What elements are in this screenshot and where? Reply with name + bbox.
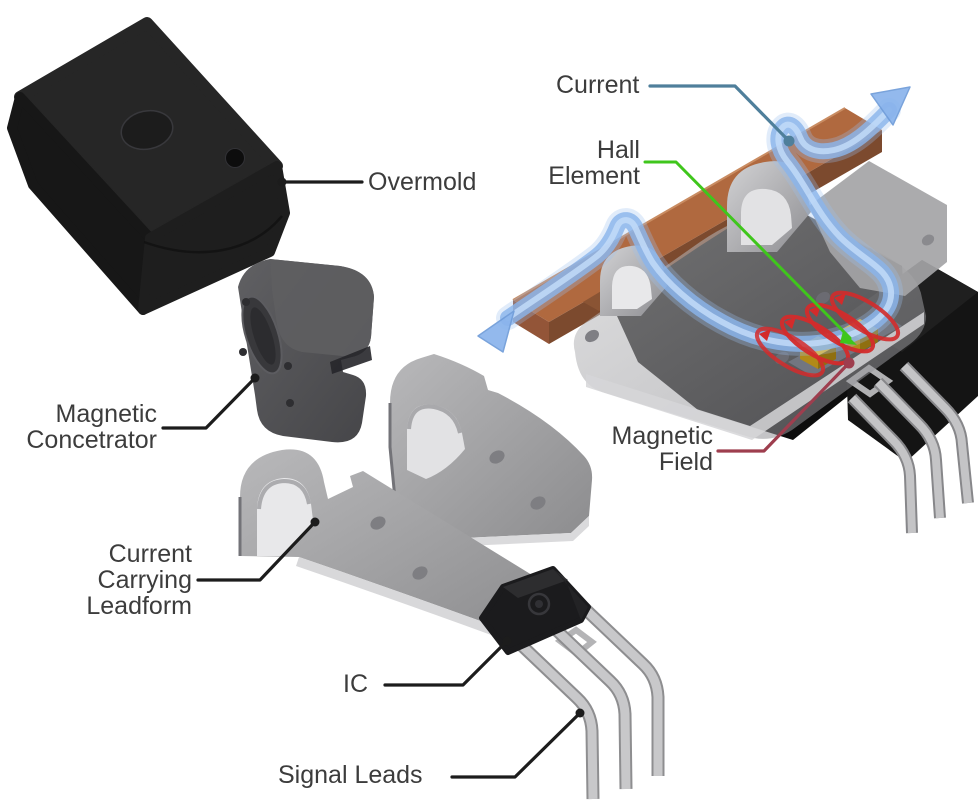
sensor-plate-dimple [921,234,935,246]
hall-element-label-line2: Element [548,162,640,190]
magnetic-field-label: Magnetic Field [513,423,713,475]
concentrator-hole [286,399,294,407]
current-ribbon-core [505,107,895,347]
magnetic-field-leader-line [716,361,851,453]
ic-logo-mark-center [535,600,543,608]
current-label: Current [556,71,640,99]
sensor-plate-dimple [585,329,599,343]
overmold-dimple [120,109,174,151]
magnetic-field-leader-dot [843,357,855,369]
leadform-back-arch-lip [407,404,462,434]
current-flow-ribbon [477,86,911,356]
sensor-signal-leads [845,361,974,534]
leadform-label-line2: Carrying [97,566,192,594]
magnetic-field-rings [754,290,901,378]
current-arrowhead-out [870,86,911,126]
sensor-left-arch-inner [612,265,652,309]
sensor-right-slab [809,161,947,296]
sensor-lead [875,379,944,519]
overmold-mold-crease [143,215,283,254]
current-arrowhead-in [477,310,515,353]
magnetic-concentrator-label-line1: Magnetic [55,400,157,428]
leadform-front-bar [240,449,555,638]
overmold-left-face [7,92,155,315]
current-carrying-leadform-label: Current Carrying Leadform [0,541,192,619]
ic-lead [511,635,600,800]
field-ring-arrowhead [759,329,771,341]
field-ring-arrowhead [834,293,846,305]
ic-part [479,566,665,800]
sensor-leadform [573,161,947,440]
overmold-front-face [138,161,290,315]
sensor-lead [849,395,916,534]
ic-label: IC [343,670,368,698]
leadform-leader-line [196,520,317,582]
overmold-label: Overmold [368,168,477,196]
signal-leads-leader-dot [575,708,585,718]
ic-lead [545,619,631,790]
ic-right-bevel [553,569,588,620]
concentrator-leader-dot [250,373,260,383]
current-carrying-leadform-part [238,354,593,647]
sensor-plate-dimple [816,291,830,305]
leadform-hole [370,516,386,530]
assembled-sensor [477,86,978,534]
hall-element-leader-arrowhead [840,331,857,345]
leadform-hole [489,450,505,464]
sensor-plate-bottom-edge [586,312,924,440]
overmold-pin-hole [225,148,245,168]
current-leader-dot [783,135,795,147]
concentrator-top-face [270,259,374,357]
magnetic-concentrator-label: Magnetic Concetrator [0,401,157,453]
ic-lead [578,602,663,776]
field-ring-arrowhead [809,305,821,317]
leadform-hole [412,566,428,580]
magnetic-field-label-line2: Field [658,448,713,476]
concentrator-hole [284,362,292,370]
field-ring [804,302,876,354]
leadform-hole [530,496,546,510]
field-ring-arrowhead [784,317,796,329]
overmold-leader-dot [277,177,287,187]
ic-logo-mark [527,592,551,616]
magnetic-concentrator-part [238,259,374,443]
concentrator-recess-inner [250,307,276,365]
leader-lines [161,84,857,779]
current-leader-line [648,84,789,141]
hall-element-label: Hall Element [440,137,640,189]
leadform-back-bar [390,354,593,541]
concentrator-hole [242,298,250,306]
field-ring [754,326,826,378]
ic-signal-leads [511,601,665,800]
magnetic-concentrator-label-line2: Concetrator [26,426,157,454]
leadform-label-line3: Leadform [86,592,192,620]
hall-element-label-line1: Hall [596,136,640,164]
ic-leader-line [383,639,509,687]
leadform-front-arch-inner [257,478,313,556]
magnetic-field-label-line1: Magnetic [611,422,713,450]
leadform-front-arch-lip [257,478,311,510]
concentrator-hole [239,348,247,356]
sensor-lead [901,363,972,504]
leadform-front-bottom-edge [296,557,527,647]
leadform-leader-dot [310,517,320,527]
leadform-back-arch-inner [407,404,465,479]
leadform-label-line1: Current [108,540,192,568]
concentrator-leader-line [161,376,257,430]
ic-leader-dot [502,636,512,646]
concentrator-slot-shadow [330,346,372,374]
field-ring [829,290,901,342]
overmold-part [7,17,290,315]
hall-element-leader-line [643,160,852,340]
sensor-top-arch-inner [741,188,792,245]
ic-top-bevel [503,569,568,598]
signal-leads-label: Signal Leads [278,761,423,789]
ic-lead [512,636,598,800]
signal-leads-leader-line [450,711,582,779]
